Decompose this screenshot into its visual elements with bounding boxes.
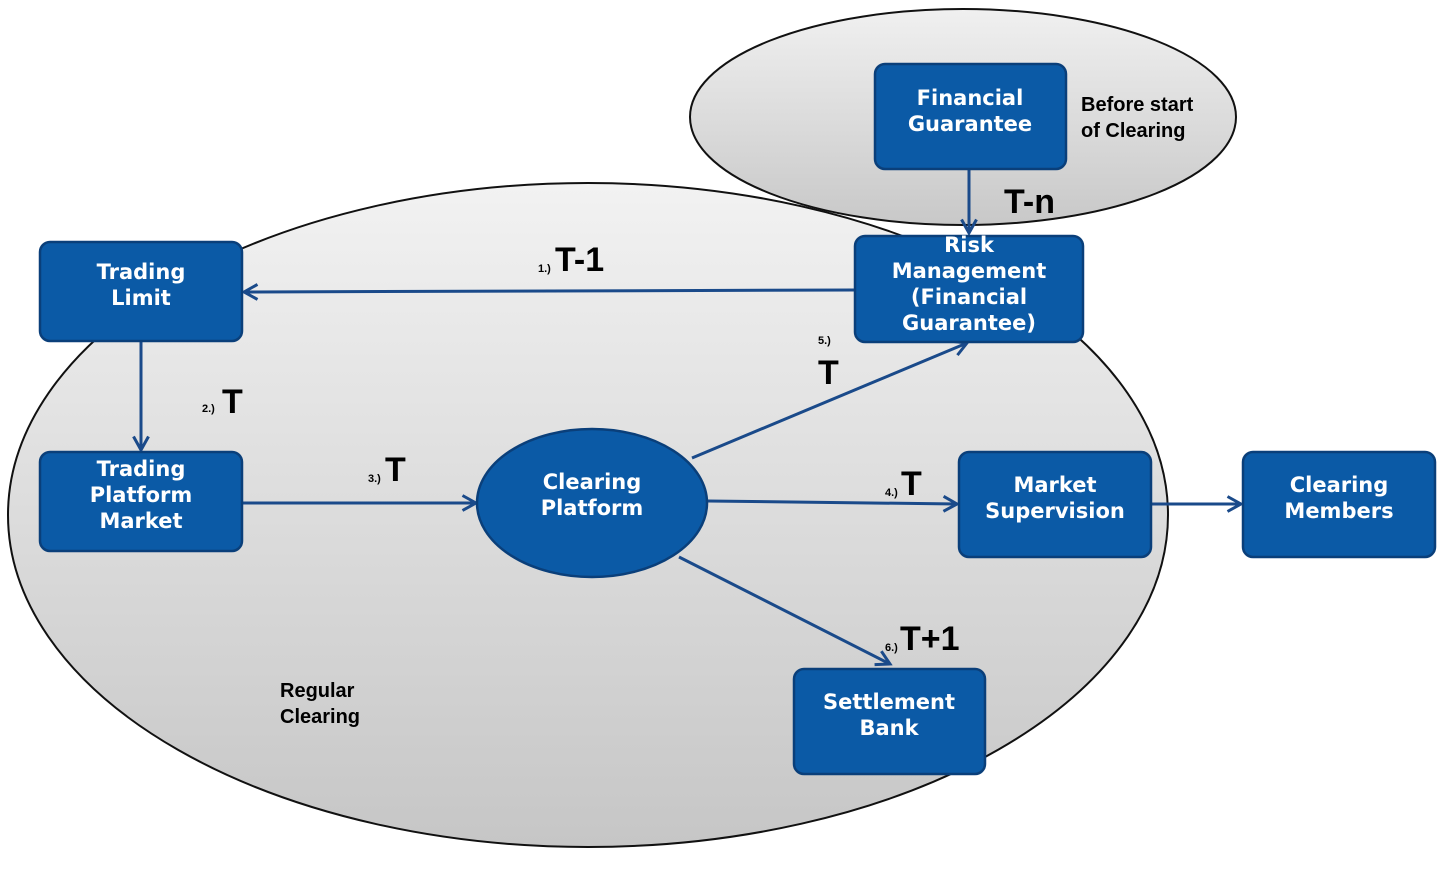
step-5-time: T (818, 354, 839, 392)
arrow-clearing-to-risk (691, 343, 967, 460)
step-6-number: 6.) (885, 642, 898, 654)
arrow-clearing-to-settlement (678, 555, 890, 664)
step-2-number: 2.) (202, 403, 215, 415)
arrow-risk-to-trading-limit (244, 290, 855, 292)
step-1-time: T-1 (555, 241, 604, 279)
arrow-clearing-to-market-supervision (707, 501, 957, 504)
step-3-time: T (385, 451, 406, 489)
step-2-time: T (222, 383, 243, 421)
step-tn-time: T-n (1004, 183, 1055, 221)
step-5-number: 5.) (818, 335, 831, 347)
step-3-number: 3.) (368, 473, 381, 485)
step-6-time: T+1 (900, 620, 960, 658)
step-1-number: 1.) (538, 263, 551, 275)
step-4-number: 4.) (885, 487, 898, 499)
step-4-time: T (901, 465, 922, 503)
